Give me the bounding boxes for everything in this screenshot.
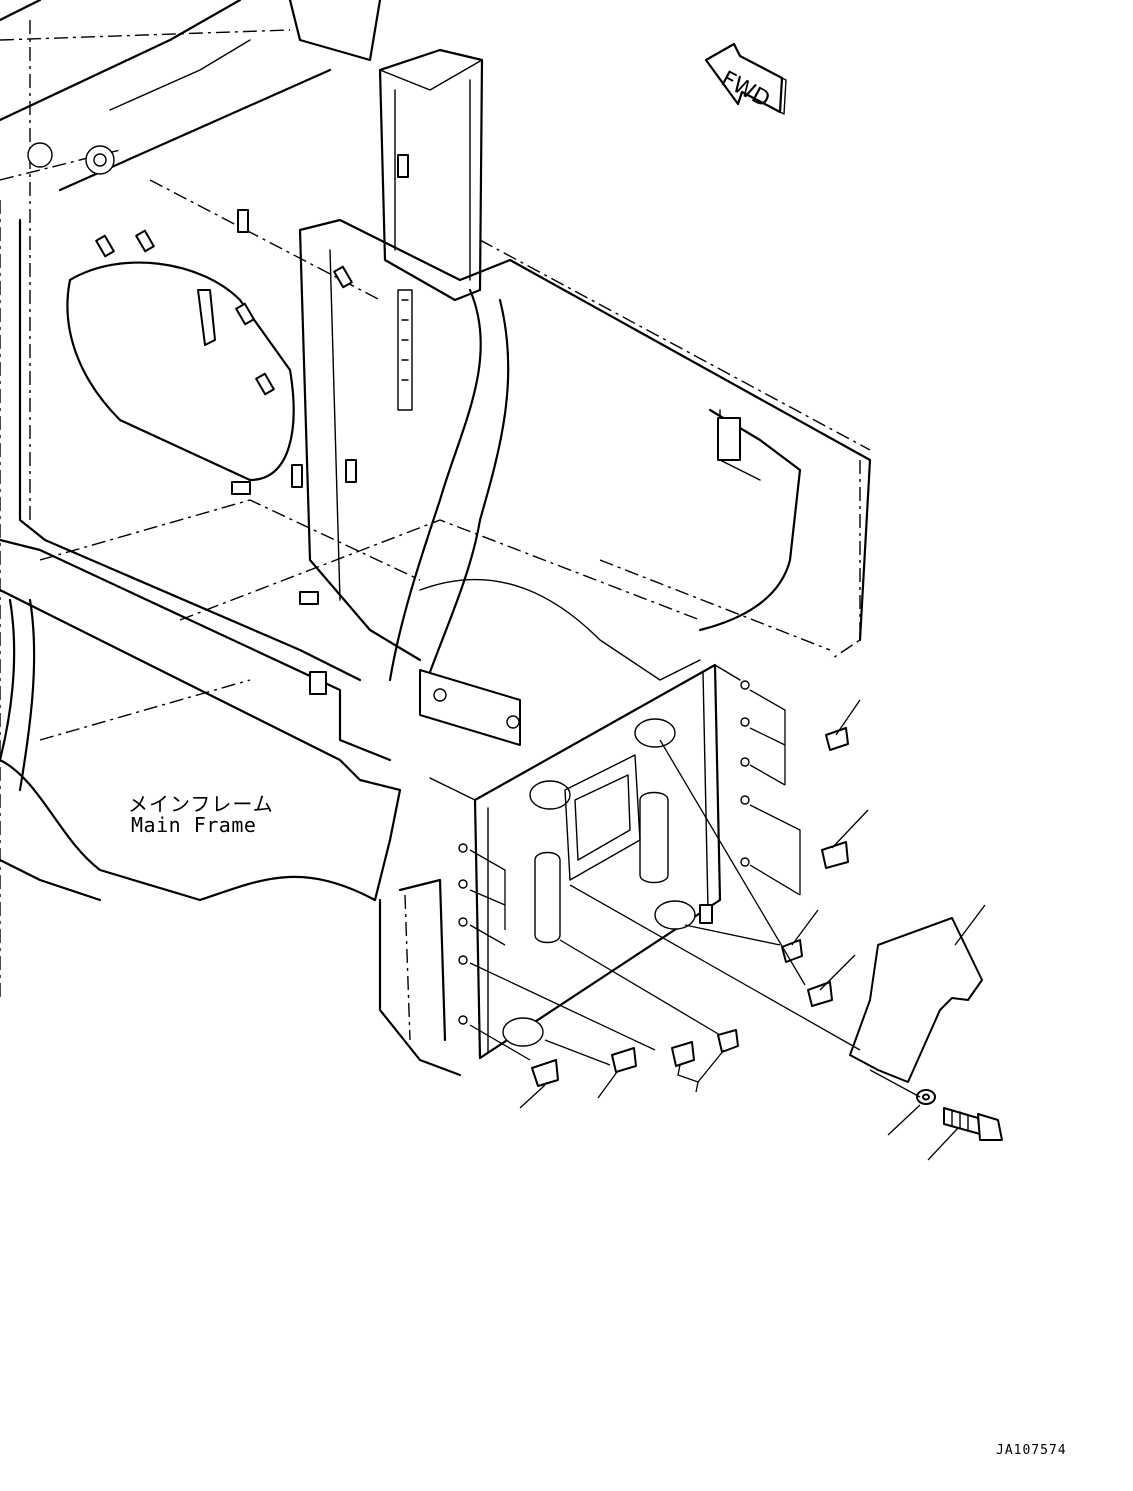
- cover-plate: [429, 663, 750, 1060]
- plug: [717, 1029, 739, 1053]
- main-frame-label-en: Main Frame: [131, 813, 257, 837]
- frame-stamp-text: [397, 289, 413, 411]
- hidden-lines: [0, 20, 871, 1041]
- fwd-label: FWD: [717, 67, 774, 113]
- plug: [611, 1047, 637, 1073]
- leader-lines: [469, 689, 986, 1161]
- main-frame: [0, 0, 872, 1077]
- fwd-arrow: FWD: [704, 42, 787, 115]
- plug: [821, 841, 849, 869]
- drawing-code: JA107574: [996, 1443, 1067, 1458]
- gasket: [849, 917, 983, 1083]
- plug: [531, 1059, 559, 1087]
- frame-details: [27, 142, 741, 746]
- washer: [916, 1089, 936, 1105]
- plug: [825, 727, 849, 751]
- plug: [671, 1041, 695, 1067]
- main-frame-label-jp: メインフレーム: [128, 792, 274, 816]
- bolt: [943, 1107, 1003, 1141]
- plug: [807, 981, 833, 1007]
- plug-set: [531, 727, 849, 1087]
